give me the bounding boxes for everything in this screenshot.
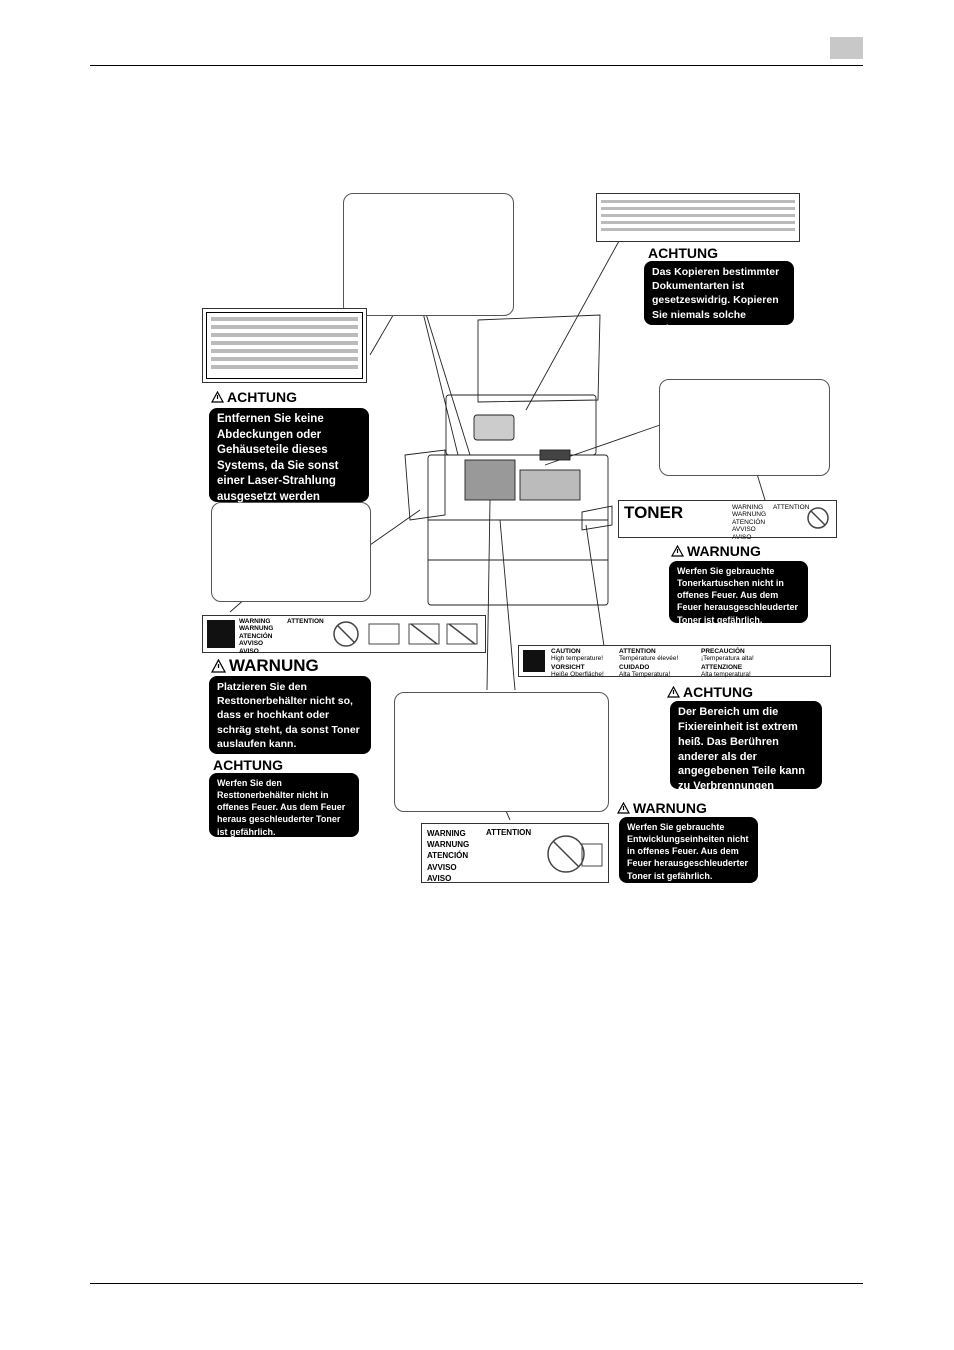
warning-triangle-icon [211,659,226,673]
header-rule [90,65,863,66]
copy-caption: ACHTUNG [648,245,718,261]
toner-label: TONER WARNING WARNUNG ATENCIÓN AVVISO AV… [618,500,837,541]
waste-toner-label: WARNING WARNUNG ATENCIÓN AVVISO AVISO AT… [202,615,486,655]
toner-caption: WARNUNG [671,543,761,559]
copy-legal-label [596,193,800,242]
footer-rule [90,1283,863,1284]
toner-warnings-list: WARNING WARNUNG ATENCIÓN AVVISO AVISO [732,504,767,541]
developer-no-fire-icon [547,835,603,873]
warning-triangle-icon [667,686,680,698]
waste-toner-callout-2: Werfen Sie den Resttonerbehälter nicht i… [209,773,359,837]
warning-triangle-icon [211,391,224,403]
inset-developer-panel [394,692,609,812]
waste-toner-caption-1: WARNUNG [211,656,319,676]
waste-toner-symbol [207,620,235,648]
inset-toner-panel [659,379,830,476]
copy-callout: Das Kopieren bestimmter Dokumentarten is… [644,261,794,335]
no-fire-icon [807,507,829,529]
inset-waste-toner-panel [211,502,371,602]
fuser-label: CAUTION High temperature! VORSICHT Heiße… [518,645,831,678]
laser-caption: ACHTUNG [211,389,297,405]
warning-triangle-icon [617,802,630,814]
hot-surface-icon [523,650,545,672]
waste-toner-callout-1: Platzieren Sie den Resttonerbehälter nic… [209,676,371,754]
fuser-caption: ACHTUNG [667,684,753,700]
laser-warning-label [202,308,367,383]
inset-top-panel [343,193,514,316]
waste-toner-pictograms [333,621,478,647]
toner-brand: TONER [624,503,684,522]
waste-toner-caption-2: ACHTUNG [213,757,283,773]
warning-triangle-icon [671,545,684,557]
developer-caption: WARNUNG [617,800,707,816]
page-tab [830,37,863,59]
laser-callout: Entfernen Sie keine Abdeckungen oder Geh… [209,408,369,518]
fuser-callout: Der Bereich um die Fixiereinheit ist ext… [670,701,822,807]
developer-callout: Werfen Sie gebrauchte Entwicklungseinhei… [619,817,758,883]
developer-label: WARNING WARNUNG ATENCIÓN AVVISO AVISO AT… [421,823,609,883]
toner-callout: Werfen Sie gebrauchte Tonerkartuschen ni… [669,561,808,625]
